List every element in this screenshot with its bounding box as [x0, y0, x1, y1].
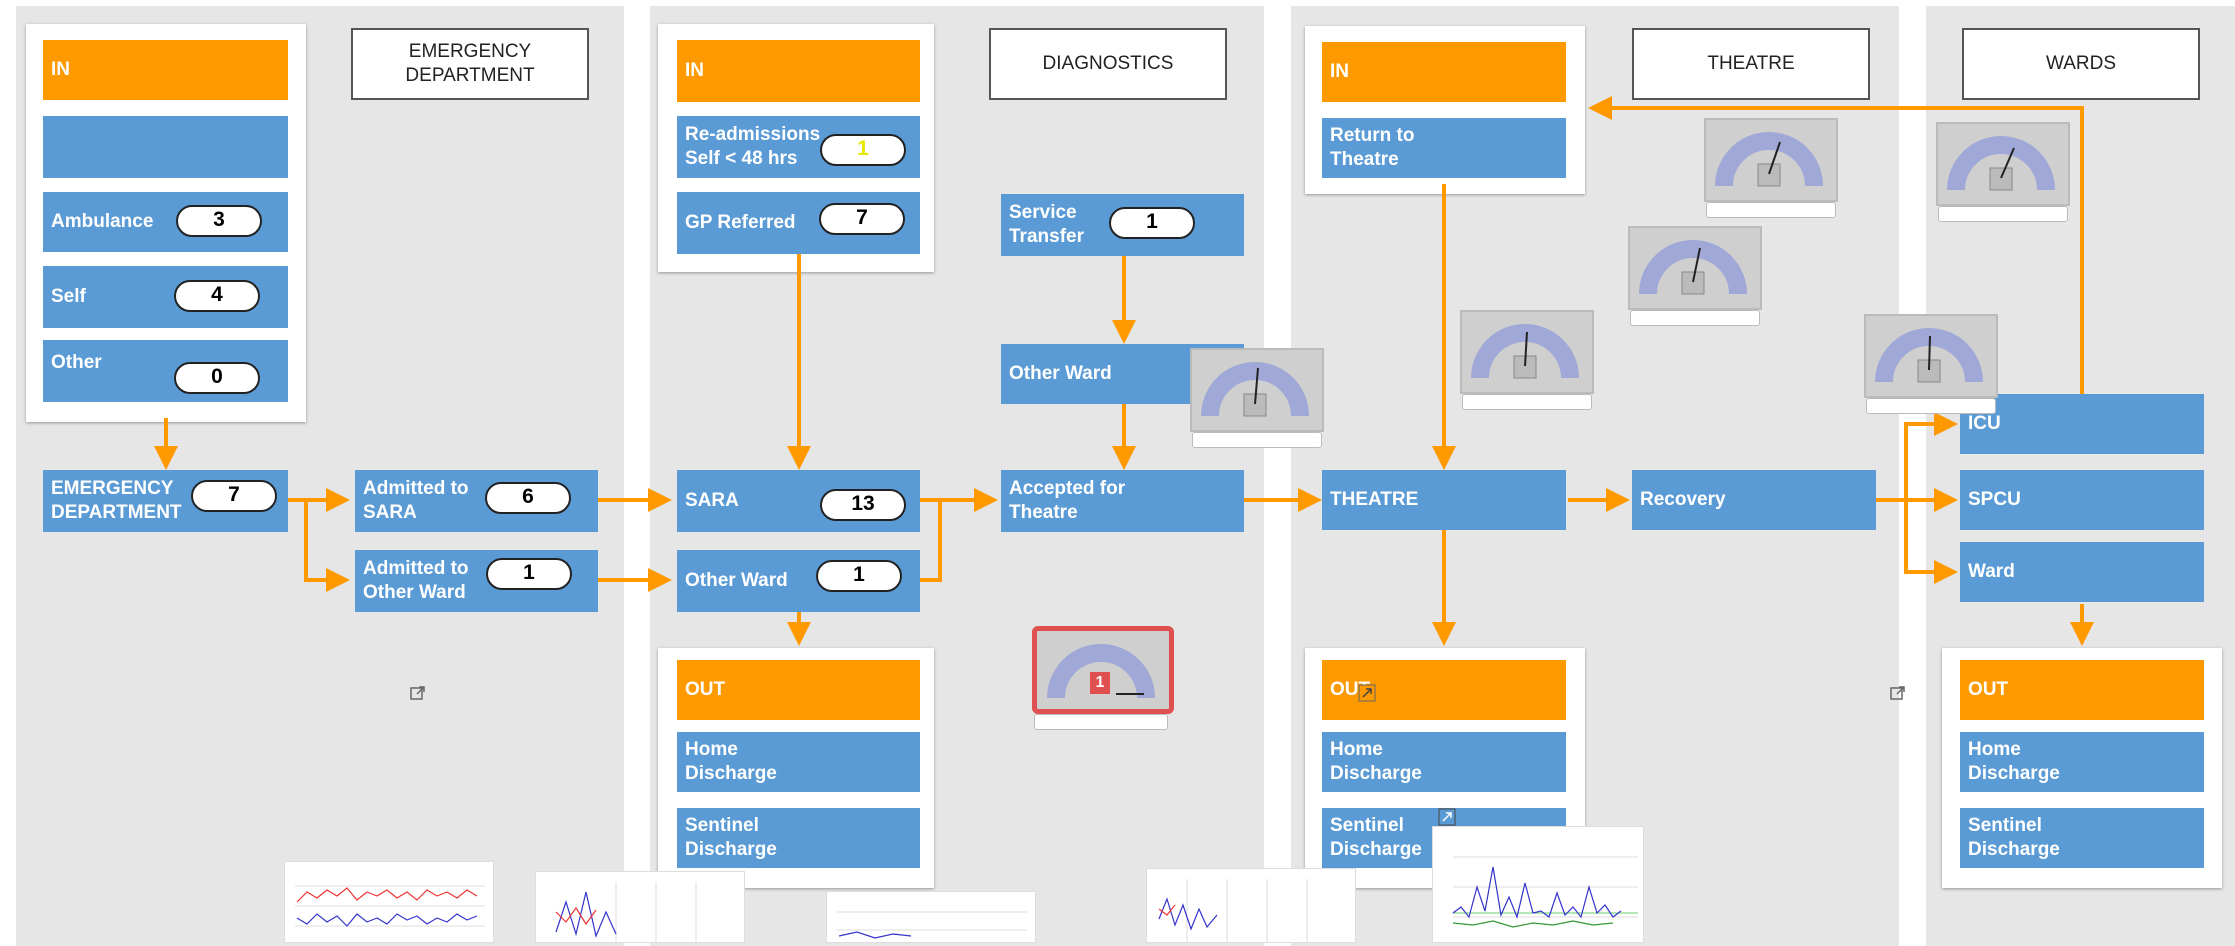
- theatre-theatre-box[interactable]: THEATRE: [1322, 470, 1566, 530]
- gauge-widget[interactable]: [1704, 118, 1838, 222]
- gauge-dial-icon: [1471, 324, 1579, 379]
- wards-ward-box[interactable]: Ward: [1960, 542, 2204, 602]
- ed-department-count: 7: [191, 480, 277, 512]
- ed-other-count: 0: [174, 362, 260, 394]
- alert-gauge-value: 1: [1090, 672, 1110, 694]
- gauge-dial-icon: [1947, 136, 2055, 191]
- wards-spcu-box[interactable]: SPCU: [1960, 470, 2204, 530]
- diag-readmissions-count: 1: [820, 134, 906, 166]
- diag-readmissions-box[interactable]: Re-admissions Self < 48 hrs: [677, 116, 920, 178]
- ed-admitted-sara-count: 6: [485, 482, 571, 514]
- chart-thumbnail[interactable]: [1146, 868, 1356, 943]
- diag-accepted-box[interactable]: Accepted for Theatre: [1001, 470, 1244, 532]
- ed-self-label: Self: [51, 286, 86, 307]
- external-link-icon[interactable]: [1438, 808, 1456, 826]
- gauge-dial-icon: [1875, 328, 1983, 383]
- diag-sara-label: SARA: [685, 490, 739, 511]
- diag-in-box: IN: [677, 40, 920, 102]
- chart-thumbnail[interactable]: [1432, 826, 1644, 943]
- line-chart-icon: [295, 885, 485, 927]
- line-chart-icon: [555, 882, 697, 942]
- wards-home-box[interactable]: Home Discharge: [1960, 732, 2204, 792]
- diag-gp-count: 7: [819, 203, 905, 235]
- gauge-dial-icon: [1715, 132, 1823, 187]
- diag-other-ward-label: Other Ward: [685, 570, 788, 591]
- diag-sara-count: 13: [820, 489, 906, 521]
- alert-gauge-widget[interactable]: 1: [1032, 626, 1174, 730]
- gauge-widget[interactable]: [1460, 310, 1594, 414]
- diagnostics-header: DIAGNOSTICS: [989, 28, 1227, 100]
- diag-other-ward-count: 1: [816, 560, 902, 592]
- line-chart-icon: [837, 911, 1027, 939]
- wards-header: WARDS: [1962, 28, 2200, 100]
- line-chart-icon: [1158, 879, 1308, 942]
- ed-other-label: Other: [51, 352, 102, 373]
- ed-in-box: IN: [43, 40, 288, 100]
- external-link-icon[interactable]: [1358, 684, 1376, 702]
- diag-home-box[interactable]: Home Discharge: [677, 732, 920, 792]
- gauge-dial-icon: [1201, 362, 1309, 417]
- diag-service-transfer-count: 1: [1109, 207, 1195, 239]
- ed-ambulance-label: Ambulance: [51, 211, 154, 232]
- wards-icu-box[interactable]: ICU: [1960, 394, 2204, 454]
- line-chart-icon: [1452, 856, 1638, 928]
- diag-service-transfer-label: Service Transfer: [1009, 202, 1084, 247]
- chart-thumbnail[interactable]: [826, 891, 1036, 943]
- wards-out-box: OUT: [1960, 660, 2204, 720]
- gauge-widget[interactable]: [1936, 122, 2070, 226]
- ed-self-count: 4: [174, 280, 260, 312]
- gauge-dial-icon: [1047, 644, 1155, 699]
- theatre-home-box[interactable]: Home Discharge: [1322, 732, 1566, 792]
- theatre-recovery-box[interactable]: Recovery: [1632, 470, 1876, 530]
- theatre-return-box[interactable]: Return to Theatre: [1322, 118, 1566, 178]
- wards-sentinel-box[interactable]: Sentinel Discharge: [1960, 808, 2204, 868]
- ed-blank-box: [43, 116, 288, 178]
- ed-admitted-sara-label: Admitted to SARA: [363, 478, 469, 523]
- external-link-icon[interactable]: [409, 684, 427, 702]
- ed-admitted-other-count: 1: [486, 558, 572, 590]
- gauge-widget[interactable]: [1864, 314, 1998, 418]
- diag-gp-label: GP Referred: [685, 212, 796, 233]
- diag-sentinel-box[interactable]: Sentinel Discharge: [677, 808, 920, 868]
- ed-admitted-other-label: Admitted to Other Ward: [363, 558, 469, 603]
- diag-readmissions-label: Re-admissions Self < 48 hrs: [685, 124, 821, 169]
- chart-thumbnail[interactable]: [535, 871, 745, 943]
- ed-department-label: EMERGENCY DEPARTMENT: [51, 478, 182, 523]
- gauge-dial-icon: [1639, 240, 1747, 295]
- theatre-header: THEATRE: [1632, 28, 1870, 100]
- diag-out-box: OUT: [677, 660, 920, 720]
- chart-thumbnail[interactable]: [284, 861, 494, 943]
- ed-ambulance-count: 3: [176, 205, 262, 237]
- gauge-widget[interactable]: [1190, 348, 1324, 452]
- theatre-in-box: IN: [1322, 42, 1566, 102]
- external-link-icon[interactable]: [1889, 684, 1907, 702]
- gauge-widget[interactable]: [1628, 226, 1762, 330]
- emergency-header: EMERGENCY DEPARTMENT: [351, 28, 589, 100]
